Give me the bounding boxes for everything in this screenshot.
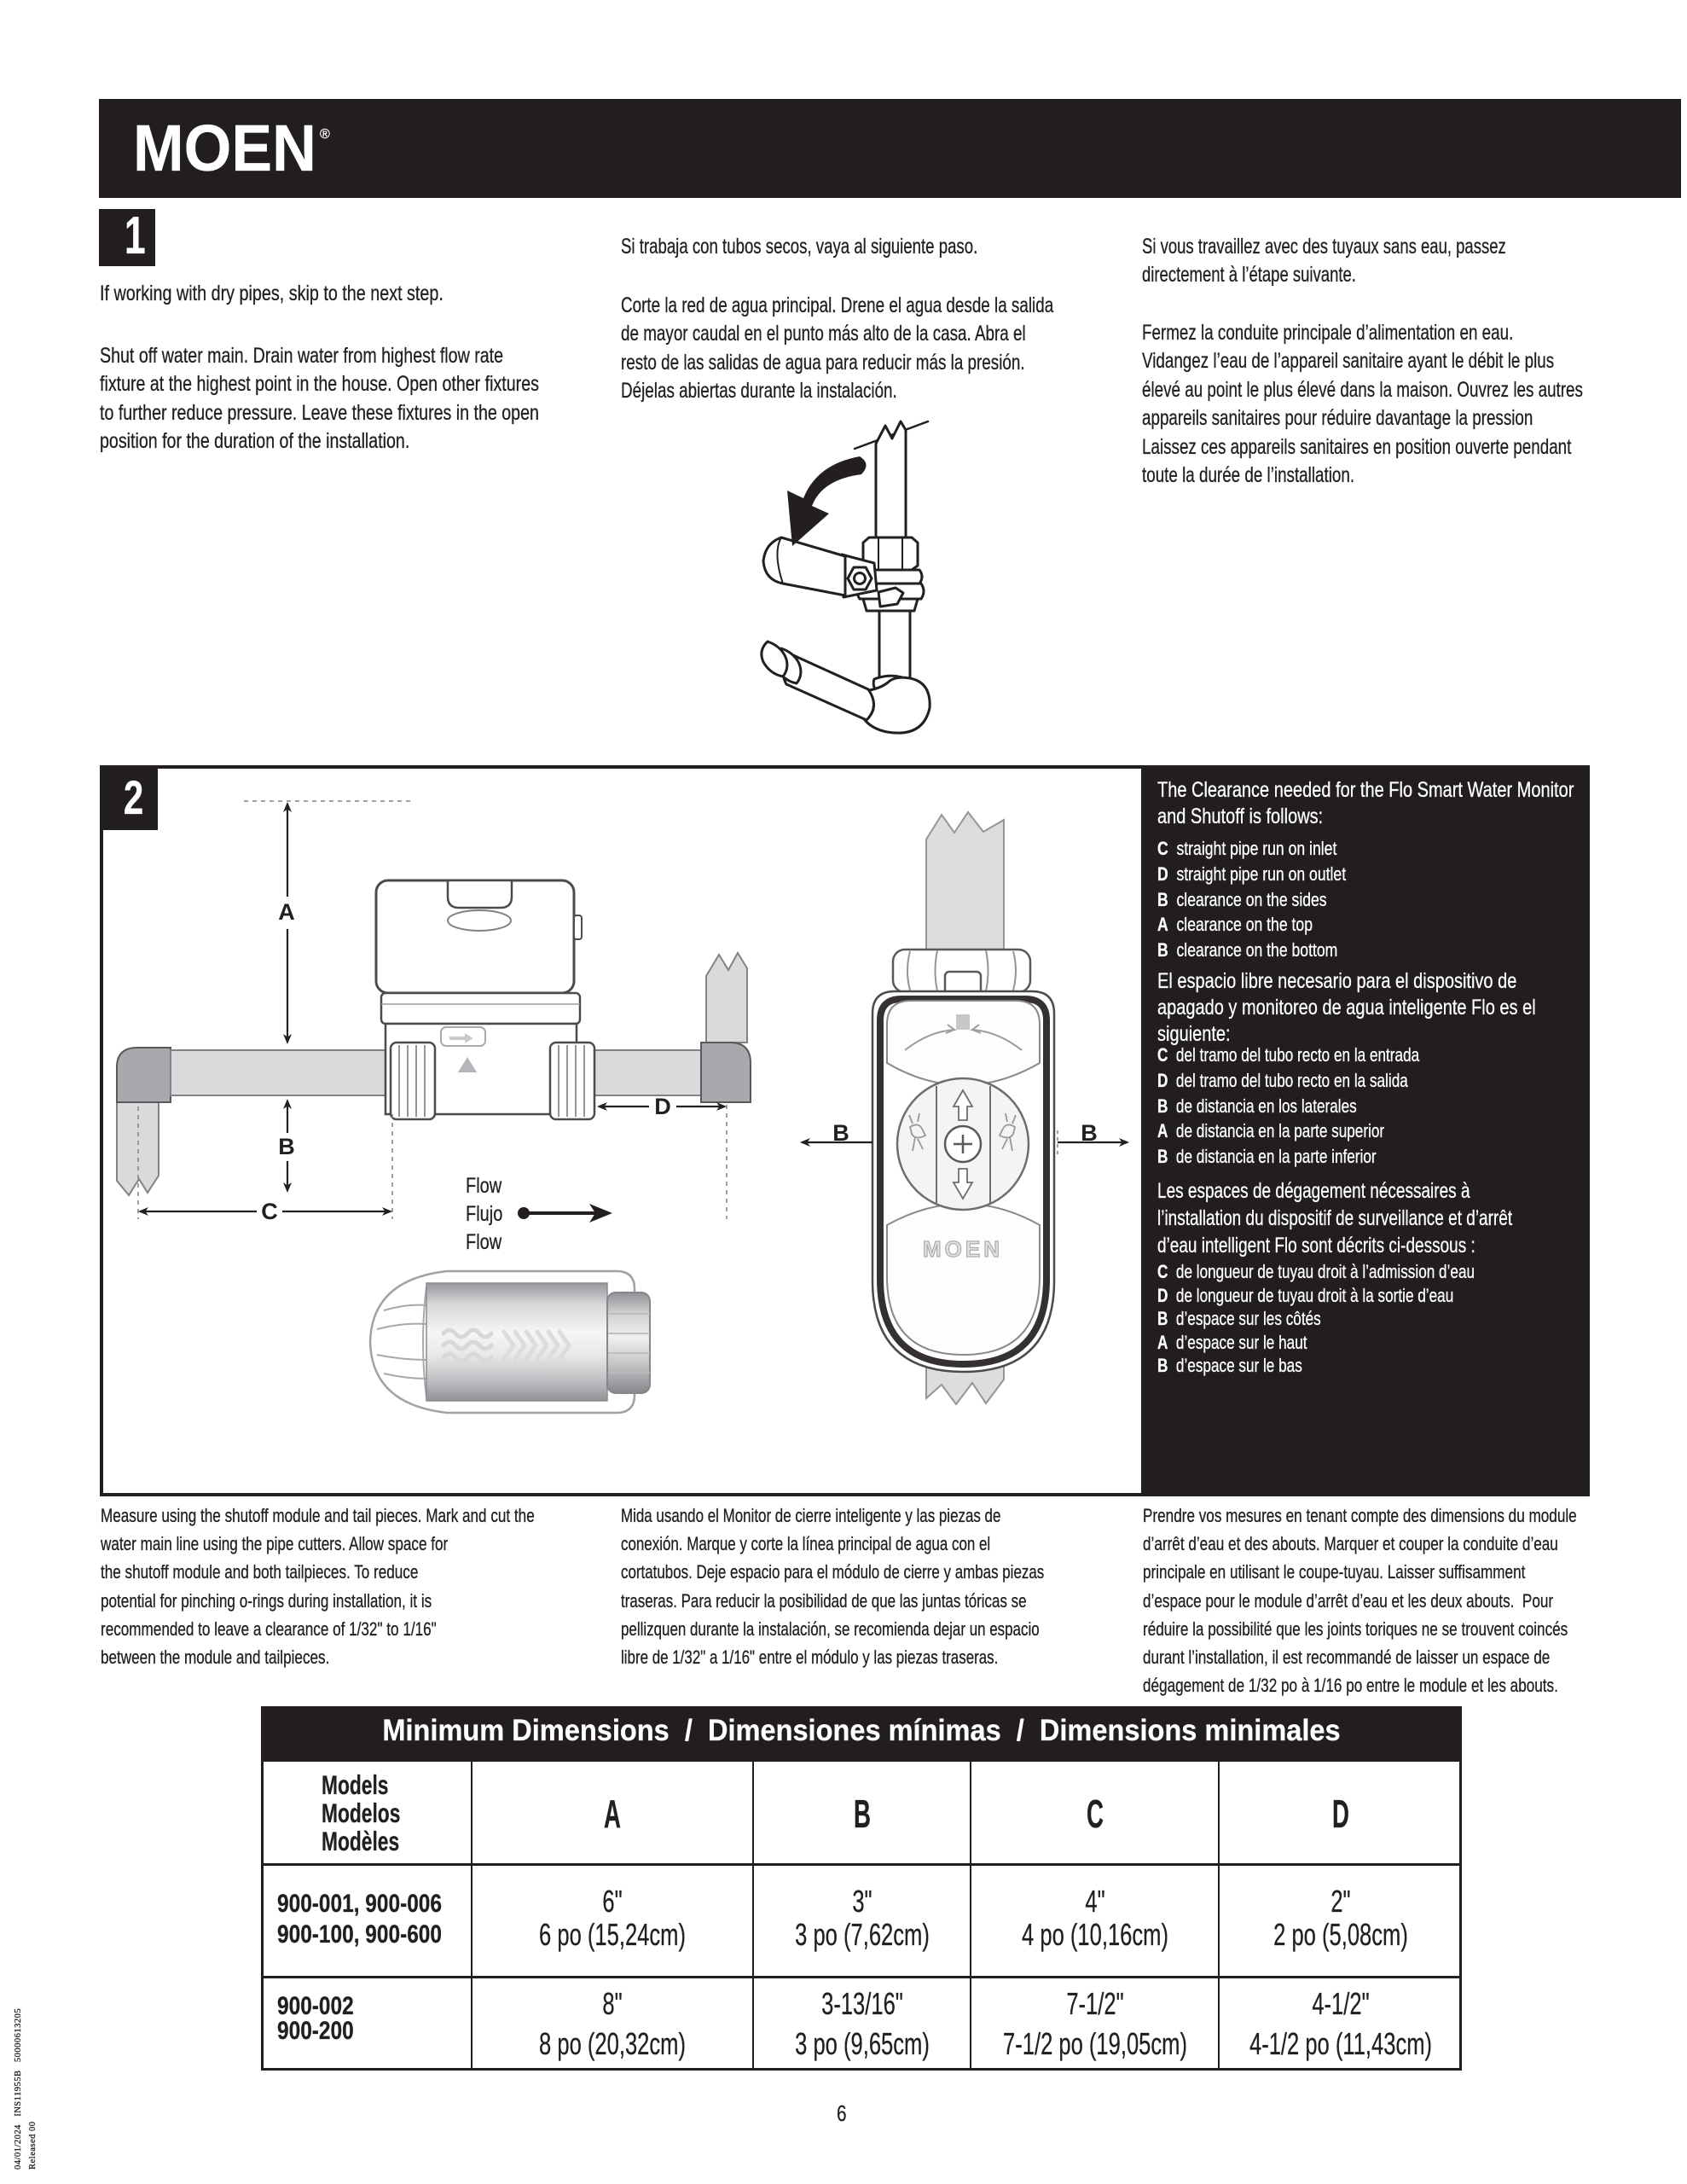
svg-text:MOEN: MOEN bbox=[923, 1236, 1003, 1262]
svg-text:A: A bbox=[278, 899, 295, 925]
svg-text:C: C bbox=[261, 1199, 278, 1224]
svg-text:B: B bbox=[832, 1120, 849, 1146]
svg-text:D: D bbox=[654, 1094, 671, 1119]
svg-text:B: B bbox=[1081, 1120, 1098, 1146]
svg-text:B: B bbox=[278, 1134, 295, 1159]
